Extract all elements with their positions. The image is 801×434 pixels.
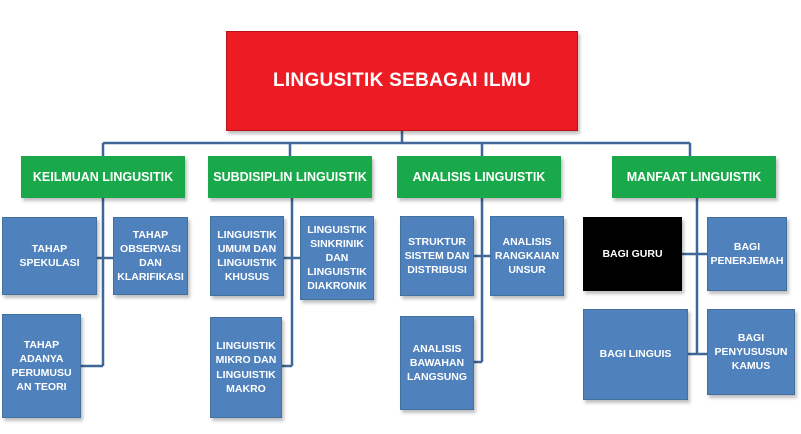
category-subdisiplin-linguistik: SUBDISIPLIN LINGUISTIK bbox=[208, 156, 372, 198]
category-manfaat-linguistik: MANFAAT LINGUISTIK bbox=[612, 156, 776, 198]
root-node: LINGUSITIK SEBAGAI ILMU bbox=[226, 31, 578, 131]
node-tahap-observasi-dan-klarifikasi: TAHAP OBSERVASI DAN KLARIFIKASI bbox=[113, 217, 188, 295]
node-linguistik-sinkrinik-dan-diakronik: LINGUISTIK SINKRINIK DAN LINGUISTIK DIAK… bbox=[300, 216, 374, 300]
node-linguistik-umum-dan-khusus: LINGUISTIK UMUM DAN LINGUISTIK KHUSUS bbox=[210, 216, 284, 296]
node-bagi-linguis: BAGI LINGUIS bbox=[583, 309, 688, 400]
category-keilmuan-linguistik: KEILMUAN LINGUSITIK bbox=[21, 156, 185, 198]
node-linguistik-mikro-dan-makro: LINGUISTIK MIKRO DAN LINGUISTIK MAKRO bbox=[210, 317, 282, 418]
node-analisis-bawahan-langsung: ANALISIS BAWAHAN LANGSUNG bbox=[400, 316, 474, 410]
node-bagi-guru: BAGI GURU bbox=[583, 217, 682, 291]
node-analisis-rangkaian-unsur: ANALISIS RANGKAIAN UNSUR bbox=[490, 216, 564, 296]
category-analisis-linguistik: ANALISIS LINGUISTIK bbox=[397, 156, 561, 198]
node-tahap-spekulasi: TAHAP SPEKULASI bbox=[2, 217, 97, 295]
node-struktur-sistem-dan-distribusi: STRUKTUR SISTEM DAN DISTRIBUSI bbox=[400, 216, 474, 296]
node-bagi-penyusun-kamus: BAGI PENYUSUSUN KAMUS bbox=[707, 309, 795, 395]
node-bagi-penerjemah: BAGI PENERJEMAH bbox=[707, 217, 787, 291]
node-tahap-adanya-perumusan-teori: TAHAP ADANYA PERUMUSU AN TEORI bbox=[2, 314, 81, 418]
